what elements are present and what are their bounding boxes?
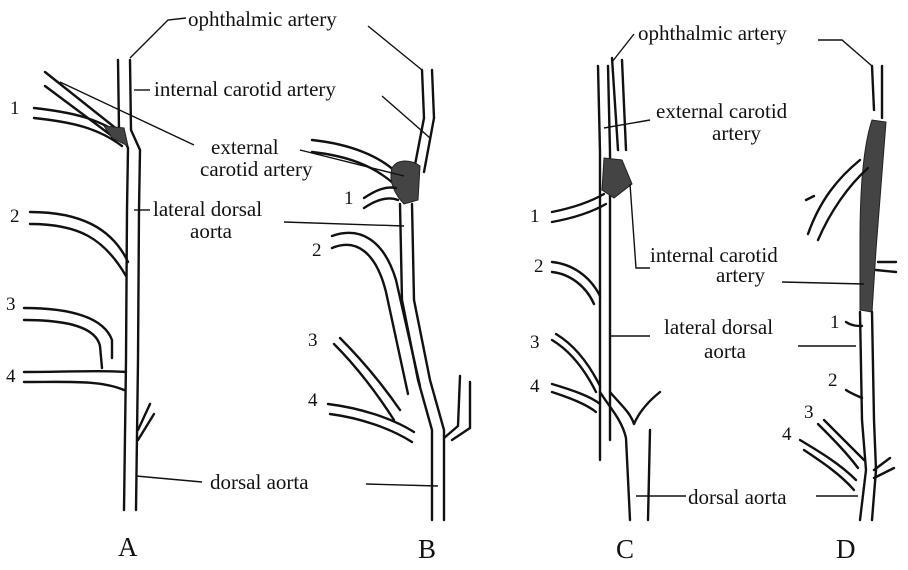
panel-d-arch-2 — [846, 390, 862, 398]
panel-c-ophthalmic-label: ophthalmic artery — [638, 21, 787, 45]
panel-a-lateral-dorsal-label-2: aorta — [190, 219, 233, 243]
panel-b-arch-2-number: 2 — [312, 240, 322, 261]
panel-b-arch-1-number: 1 — [344, 188, 354, 209]
panel-d-arch-2-number: 2 — [828, 370, 838, 391]
panel-a-arch-2 — [30, 212, 128, 276]
panel-a-trunk-right — [130, 60, 140, 510]
panel-c-letter: C — [616, 534, 634, 564]
panel-a-dorsal-aorta-leader — [136, 476, 202, 482]
panel-c-external-carotid-leader — [604, 120, 650, 128]
panel-a-dorsal-aorta-label: dorsal aorta — [210, 470, 309, 494]
panel-c-arch-3-number: 3 — [530, 332, 540, 353]
panel-d-arch-4 — [800, 440, 856, 490]
panel-d-small-mark — [806, 196, 814, 200]
panel-d-lateral-dorsal-right — [872, 312, 876, 520]
panel-a-arch-3-number: 3 — [6, 294, 16, 315]
panel-d-small-branch — [874, 458, 894, 478]
panel-d-arch-4-number: 4 — [782, 424, 792, 445]
panel-b-external-carotid — [312, 140, 398, 184]
panel-c-lateral-dorsal-label-1: lateral dorsal — [664, 315, 773, 339]
panel-b-ophthalmic-leader — [368, 26, 422, 70]
panel-b-arch-3 — [334, 338, 400, 420]
panel-c-external-carotid-label-2: artery — [712, 121, 761, 145]
panel-a-arch-4 — [24, 371, 126, 390]
panel-a-ophthalmic-label: ophthalmic artery — [188, 7, 337, 31]
panel-b-arch-3-number: 3 — [308, 330, 318, 351]
panel-a: ophthalmic artery internal carotid arter… — [6, 7, 337, 562]
panel-b-arch-2 — [332, 233, 420, 394]
panel-d-letter: D — [836, 534, 856, 564]
panel-a-small-branch — [138, 404, 154, 440]
panel-c-arch-1-number: 1 — [530, 206, 540, 227]
panel-c-internal-carotid-label-2: artery — [716, 263, 765, 287]
panel-c-dorsal-aorta-label: dorsal aorta — [688, 485, 787, 509]
panel-b-ophthalmic — [422, 70, 434, 118]
panel-b-letter: B — [418, 534, 436, 564]
panel-d: 1 2 3 4 D — [782, 40, 896, 564]
panel-b-arch-4-number: 4 — [308, 390, 318, 411]
panel-a-arch-2-number: 2 — [10, 206, 20, 227]
panel-d-internal-carotid-leader — [782, 282, 864, 284]
panel-d-arch-3-number: 3 — [804, 402, 814, 423]
panel-c-shaded-junction — [602, 158, 632, 198]
panel-c-ophthalmic-leader — [612, 34, 634, 62]
panel-b-shaded-junction — [391, 161, 420, 204]
panel-a-internal-carotid-label: internal carotid artery — [154, 77, 336, 101]
panel-c-arch-3 — [552, 334, 600, 392]
panel-c-internal-carotid-leader — [630, 184, 650, 268]
panel-d-lateral-dorsal-left — [860, 312, 866, 520]
panel-b-arch-1 — [364, 187, 398, 208]
panel-b-lateral-dorsal-leader — [284, 222, 404, 226]
panel-c-external-carotid-label-1: external carotid — [656, 99, 788, 123]
panel-d-ophthalmic-leader — [818, 40, 872, 66]
panel-b-lateral-dorsal-right — [412, 204, 444, 520]
panel-d-shaded-vessel — [860, 120, 886, 312]
panel-a-lateral-dorsal-label-1: lateral dorsal — [153, 197, 262, 221]
panel-a-letter: A — [118, 532, 138, 562]
panel-a-arch-4-number: 4 — [6, 366, 16, 387]
panel-a-external-carotid-label-2: carotid artery — [200, 157, 313, 181]
panel-a-arch-1-number: 1 — [10, 98, 20, 119]
panel-d-arch-3 — [818, 420, 864, 468]
panel-a-arch-3 — [24, 308, 112, 368]
panel-a-ophthalmic-leader — [130, 18, 186, 58]
panel-c-arch-2 — [552, 262, 600, 304]
panel-c-trunk-left — [598, 66, 600, 460]
panel-c-trunk-right — [608, 66, 610, 440]
panel-b: 1 2 3 4 B — [284, 26, 470, 564]
panel-d-arch-1-number: 1 — [830, 312, 840, 333]
panel-c-external-carotid — [612, 58, 626, 150]
panel-b-dorsal-aorta-leader — [366, 484, 438, 486]
panel-d-external-carotid — [808, 160, 868, 240]
panel-b-external-carotid-leader — [300, 150, 404, 176]
panel-b-small-branch — [444, 376, 470, 440]
panel-c-arch-2-number: 2 — [534, 256, 544, 277]
panel-c: ophthalmic artery external carotid arter… — [530, 21, 788, 564]
panel-c-arch-1 — [552, 194, 606, 222]
panel-a-external-carotid-label-1: external — [211, 135, 279, 159]
panel-c-lateral-dorsal-label-2: aorta — [704, 339, 747, 363]
panel-c-arch-4-number: 4 — [530, 376, 540, 397]
panel-d-ophthalmic — [872, 66, 882, 118]
panel-d-internal-branch — [876, 262, 896, 272]
